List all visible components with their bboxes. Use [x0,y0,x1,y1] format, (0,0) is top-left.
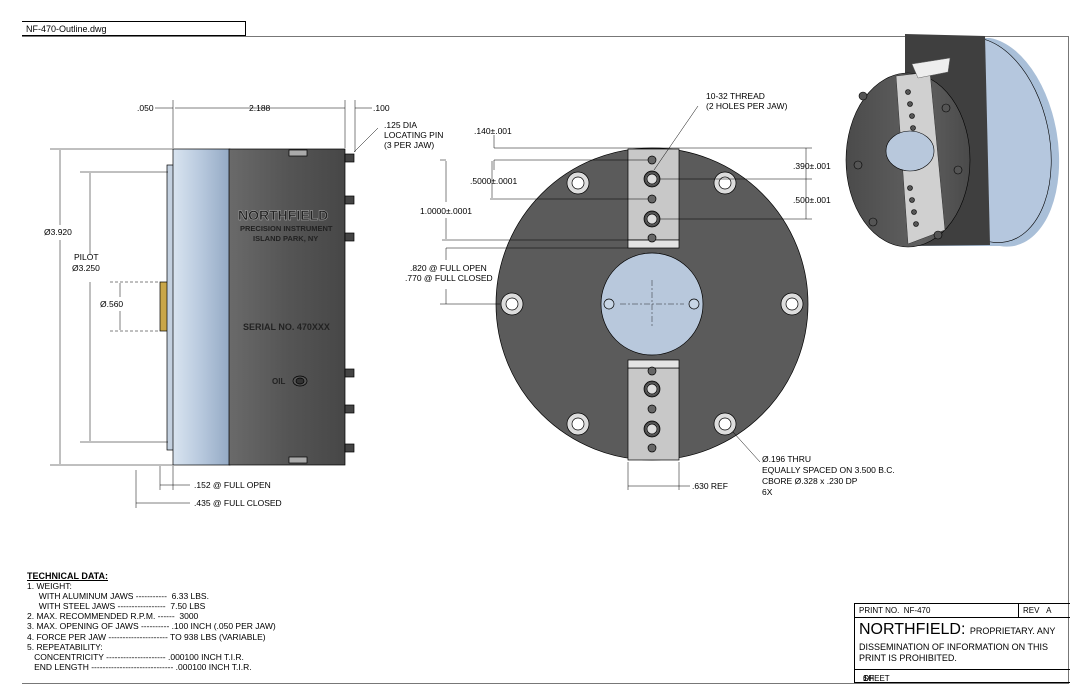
engraved-sub2: ISLAND PARK, NY [253,234,318,243]
pin-note-1: .125 DIA [384,120,417,130]
tech-line: END LENGTH -----------------------------… [27,661,252,672]
thread-note-1: 10-32 THREAD [706,91,765,101]
proprietary-notice-1: PROPRIETARY. ANY [969,626,1056,636]
dim-390: .390±.001 [793,161,831,171]
hole-note-2: EQUALLY SPACED ON 3.500 B.C. [762,465,895,475]
of-value: 1 [863,674,868,683]
file-name-tab: NF-470-Outline.dwg [22,21,246,36]
pilot-label: PILOT [74,252,99,262]
tech-line: 5. REPEATABILITY: [27,641,103,652]
dim-100: .100 [373,103,390,113]
dim-050: .050 [137,103,154,113]
rev-label: REV [1023,606,1040,615]
of-label: OF [863,674,875,683]
side-view [50,100,379,508]
pin-note-3: (3 PER JAW) [384,140,434,150]
tech-line: 3. MAX. OPENING OF JAWS ---------- .100 … [27,621,276,632]
drawing-frame [22,36,1069,684]
hole-note-4: 6X [762,487,773,497]
engraved-brand: NORTHFIELD [238,207,328,223]
engraved-oil: OIL [272,377,285,386]
hole-note-1: Ø.196 THRU [762,454,811,464]
tech-line: CONCENTRICITY --------------------- .000… [27,651,244,662]
company-name: NORTHFIELD: [859,621,966,638]
dim-dia-560: Ø.560 [100,299,123,309]
thread-note-2: (2 HOLES PER JAW) [706,101,788,111]
technical-data-heading: TECHNICAL DATA: [27,571,108,581]
tech-line: WITH ALUMINUM JAWS ----------- 6.33 LBS. [27,591,209,602]
technical-data: TECHNICAL DATA: 1. WEIGHT: WITH ALUMINUM… [27,571,276,672]
dim-dia-3920: Ø3.920 [44,227,72,237]
dim-500: .500±.001 [793,195,831,205]
title-block: PRINT NO. NF-470 REV A NORTHFIELD: PROPR… [854,603,1070,683]
dim-140: .140±.001 [474,126,512,136]
side-body [228,148,346,466]
print-no-value: NF-470 [903,606,931,615]
dim-5000: .5000±.0001 [470,176,517,186]
isometric-view [845,34,1060,248]
tech-line: 2. MAX. RECOMMENDED R.P.M. ------ 3000 [27,611,199,622]
dim-820-open: .820 @ FULL OPEN [410,263,487,273]
tech-line: 4. FORCE PER JAW --------------------- T… [27,631,266,642]
rev-value: A [1046,606,1052,615]
front-view [440,105,812,490]
sheet-value: 1 [863,674,868,683]
dim-152-open: .152 @ FULL OPEN [194,480,271,490]
pin-note-2: LOCATING PIN [384,130,443,140]
dim-10000: 1.0000±.0001 [420,206,472,216]
side-jaw-plate [172,148,231,466]
dim-435-closed: .435 @ FULL CLOSED [194,498,282,508]
iso-center-pad [885,130,935,172]
dim-2188: 2.188 [249,103,271,113]
dim-630-ref: .630 REF [692,481,728,491]
dim-dia-3250: Ø3.250 [72,263,100,273]
sheet-label: SHEET [863,674,890,683]
tech-line: WITH STEEL JAWS ----------------- 7.50 L… [27,601,206,612]
proprietary-notice-2: DISSEMINATION OF INFORMATION ON THIS PRI… [859,642,1049,663]
hole-note-3: CBORE Ø.328 x .230 DP [762,476,858,486]
engraved-serial: SERIAL NO. 470XXX [243,322,330,332]
print-no-label: PRINT NO. [859,606,900,615]
dim-770-closed: .770 @ FULL CLOSED [405,273,493,283]
tech-line: 1. WEIGHT: [27,581,72,592]
engraved-sub1: PRECISION INSTRUMENT [240,224,333,233]
